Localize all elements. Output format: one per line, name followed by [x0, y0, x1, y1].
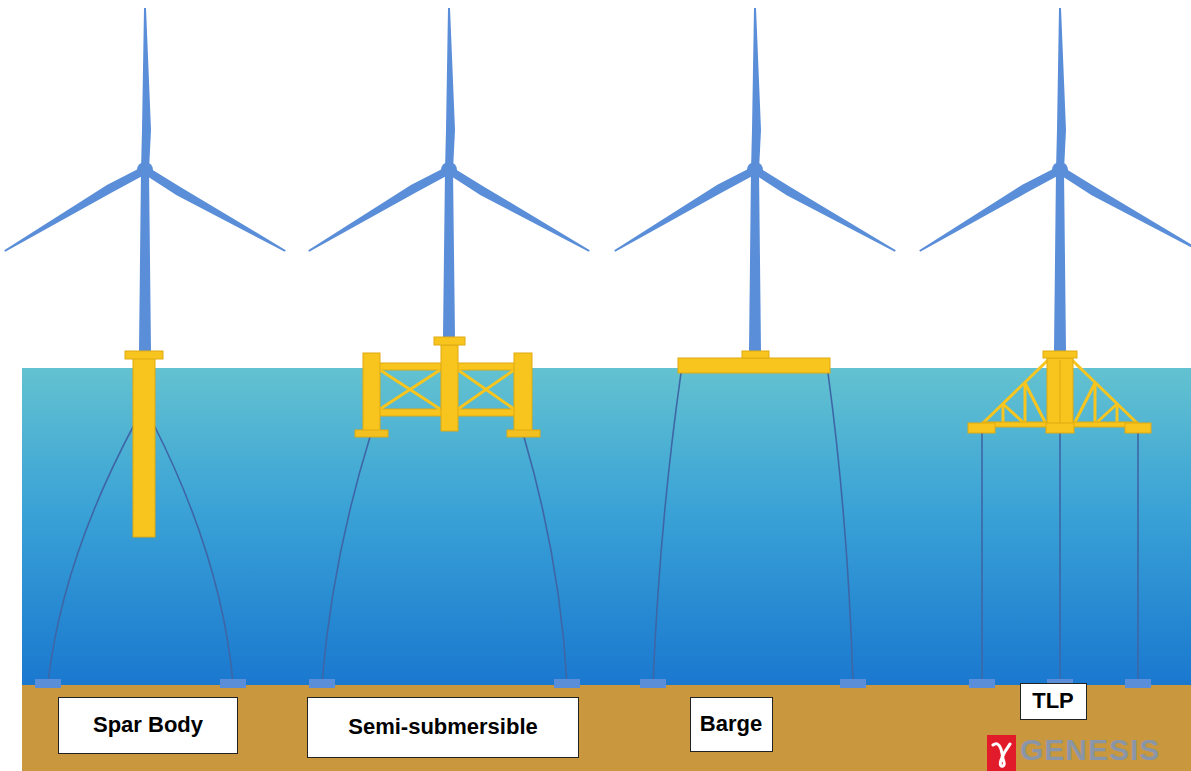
anchor: [554, 679, 580, 688]
platform-type-label: Semi-submersible: [348, 714, 538, 740]
blade: [143, 167, 286, 252]
label-box: Barge: [690, 697, 773, 752]
platform-type-label: Barge: [700, 711, 762, 737]
anchor: [1125, 679, 1151, 688]
seabed: [22, 685, 1191, 771]
hub: [747, 162, 763, 178]
wind-turbine: [919, 8, 1191, 351]
label-box: TLP: [1020, 683, 1087, 720]
anchors: [35, 679, 1151, 688]
blade: [751, 8, 761, 170]
mooring-lines: [48, 373, 1138, 683]
spar-body-platform: [125, 351, 163, 537]
blade: [753, 167, 896, 252]
blade: [4, 167, 147, 252]
blade: [614, 167, 757, 252]
blade: [1058, 167, 1191, 252]
label-box: Spar Body: [58, 697, 238, 754]
tower: [1054, 170, 1066, 351]
turbines: [4, 8, 1191, 351]
tower: [749, 170, 761, 351]
barge-platform: [678, 351, 830, 373]
blade: [445, 8, 455, 170]
anchor: [840, 679, 866, 688]
anchor: [220, 679, 246, 688]
tower: [139, 170, 151, 351]
hub: [137, 162, 153, 178]
anchor: [309, 679, 335, 688]
blade: [308, 167, 451, 252]
sea: [22, 368, 1191, 685]
anchor: [640, 679, 666, 688]
anchor: [35, 679, 61, 688]
watermark: GENESIS: [1020, 733, 1160, 767]
hub: [1052, 162, 1068, 178]
wind-turbine: [4, 8, 286, 351]
tower: [443, 170, 455, 337]
label-box: Semi-submersible: [307, 697, 579, 758]
blade: [919, 167, 1062, 252]
hub: [441, 162, 457, 178]
genesis-logo: [987, 735, 1016, 771]
wind-turbine: [308, 8, 590, 337]
blade: [141, 8, 151, 170]
blade: [447, 167, 590, 252]
platform-type-label: Spar Body: [93, 712, 203, 738]
platform-type-label: TLP: [1032, 688, 1074, 714]
tlp-platform: [968, 351, 1151, 433]
semi-submersible-platform: [355, 337, 540, 437]
blade: [1056, 8, 1066, 170]
wind-turbine: [614, 8, 896, 351]
anchor: [969, 679, 995, 688]
